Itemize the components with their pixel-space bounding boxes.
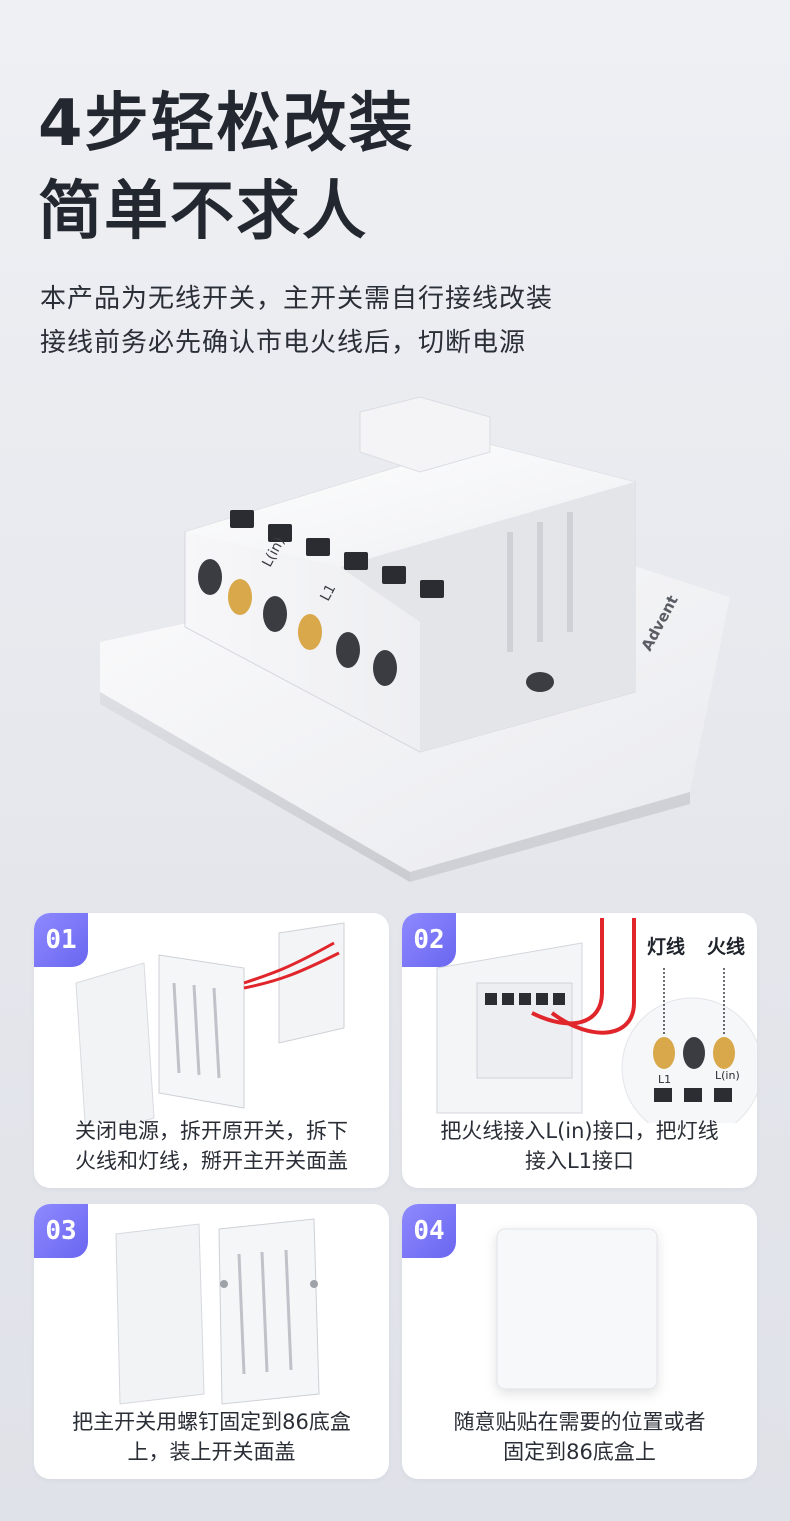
caption-line1: 把火线接入L(in)接口，把灯线 xyxy=(440,1119,719,1143)
step-number-badge: 01 xyxy=(34,913,88,967)
terminal-label-lin: L(in) xyxy=(715,1069,740,1082)
step-caption: 关闭电源，拆开原开关，拆下 火线和灯线，掰开主开关面盖 xyxy=(44,1116,379,1176)
step-02-illustration: 灯线 火线 L1 L(in) xyxy=(436,918,757,1123)
caption-line2: 上，装上开关面盖 xyxy=(127,1440,296,1464)
step-03-illustration xyxy=(115,1218,320,1405)
terminal-label-l1: L1 xyxy=(317,582,339,604)
step-04-illustration xyxy=(496,1228,658,1390)
caption-line2: 接入L1接口 xyxy=(524,1149,635,1173)
caption-line1: 关闭电源，拆开原开关，拆下 xyxy=(75,1119,348,1143)
step-caption: 把火线接入L(in)接口，把灯线 接入L1接口 xyxy=(412,1116,747,1176)
step-card-01: 01 关闭电源，拆开原开关，拆下 火线和灯线，掰开主开关面盖 xyxy=(34,913,389,1188)
description-line1: 本产品为无线开关，主开关需自行接线改装 xyxy=(40,284,554,314)
caption-line2: 火线和灯线，掰开主开关面盖 xyxy=(75,1149,348,1173)
description-line2: 接线前务必先确认市电火线后，切断电源 xyxy=(40,328,527,358)
step-number-badge: 03 xyxy=(34,1204,88,1258)
caption-line2: 固定到86底盒上 xyxy=(503,1440,656,1464)
live-wire-label: 火线 xyxy=(707,935,745,958)
step-card-02: 灯线 火线 L1 L(in) 02 把火线接入L(in)接口，把灯线 接入L1接… xyxy=(402,913,757,1188)
caption-line1: 把主开关用螺钉固定到86底盒 xyxy=(72,1410,351,1434)
step-card-03: 03 把主开关用螺钉固定到86底盒 上，装上开关面盖 xyxy=(34,1204,389,1479)
page-title-line2: 简单不求人 xyxy=(38,175,368,249)
switch-module-illustration: L(in) L1 Advent xyxy=(100,396,730,882)
terminal-label-l1: L1 xyxy=(658,1073,671,1086)
page-title-line1: 4步轻松改装 xyxy=(38,87,415,161)
step-number-badge: 02 xyxy=(402,913,456,967)
step-caption: 随意贴贴在需要的位置或者 固定到86底盒上 xyxy=(412,1407,747,1467)
step-01-illustration xyxy=(75,922,345,1123)
lamp-wire-label: 灯线 xyxy=(647,935,685,958)
caption-line1: 随意贴贴在需要的位置或者 xyxy=(453,1410,706,1434)
step-caption: 把主开关用螺钉固定到86底盒 上，装上开关面盖 xyxy=(44,1407,379,1467)
step-number-badge: 04 xyxy=(402,1204,456,1258)
step-card-04: 04 随意贴贴在需要的位置或者 固定到86底盒上 xyxy=(402,1204,757,1479)
